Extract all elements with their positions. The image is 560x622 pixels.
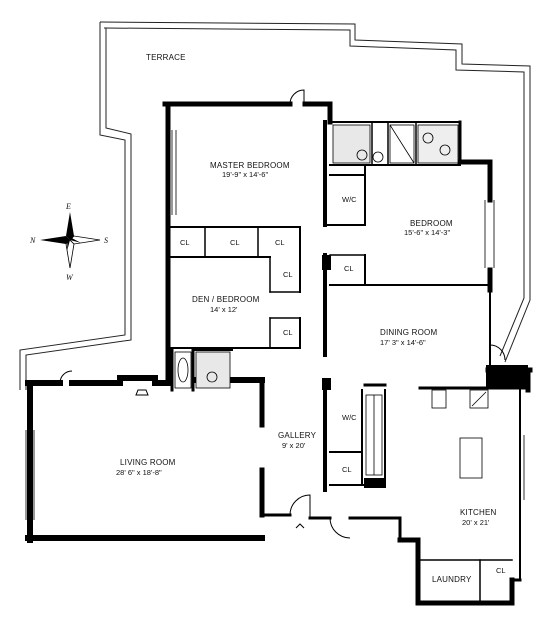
fireplace bbox=[135, 389, 305, 529]
wic-label: W/C bbox=[342, 413, 357, 422]
columns bbox=[322, 255, 528, 488]
closet-label: CL bbox=[344, 264, 354, 273]
kitchen-size: 20' x 21' bbox=[462, 518, 490, 527]
kitchen-label: KITCHEN bbox=[460, 508, 497, 517]
living-room-size: 28' 6" x 18'-8" bbox=[116, 468, 162, 477]
gallery-label: GALLERY bbox=[278, 431, 317, 440]
dining-room-size: 17' 3" x 14'-6" bbox=[380, 338, 426, 347]
den-bedroom-label: DEN / BEDROOM bbox=[192, 295, 260, 304]
compass-s: S bbox=[104, 236, 108, 245]
closet-label: CL bbox=[342, 465, 352, 474]
closet-label: CL bbox=[496, 566, 506, 575]
closet-label: CL bbox=[283, 328, 293, 337]
bathroom-fixtures bbox=[174, 124, 459, 389]
closet-label: CL bbox=[275, 238, 285, 247]
closet-label: CL bbox=[283, 270, 293, 279]
den-bedroom-size: 14' x 12' bbox=[210, 305, 238, 314]
bedroom-size: 15'-6" x 14'-3" bbox=[404, 228, 450, 237]
master-bedroom-size: 19'-9" x 14'-6" bbox=[222, 170, 268, 179]
gallery-size: 9' x 20' bbox=[282, 441, 306, 450]
terrace-label: TERRACE bbox=[146, 53, 186, 62]
windows bbox=[25, 130, 525, 520]
closet-label: CL bbox=[180, 238, 190, 247]
dining-room-label: DINING ROOM bbox=[380, 328, 437, 337]
kitchen-fixtures bbox=[365, 389, 489, 479]
walls bbox=[25, 101, 533, 606]
compass-e: E bbox=[65, 202, 71, 211]
bedroom-label: BEDROOM bbox=[410, 219, 453, 228]
laundry-label: LAUNDRY bbox=[432, 575, 472, 584]
terrace-outline bbox=[19, 21, 531, 390]
living-room-label: LIVING ROOM bbox=[120, 458, 176, 467]
master-bedroom-label: MASTER BEDROOM bbox=[210, 161, 290, 170]
compass: E W N S bbox=[29, 202, 108, 282]
compass-w: W bbox=[66, 273, 74, 282]
closet-label: CL bbox=[230, 238, 240, 247]
compass-n: N bbox=[29, 236, 36, 245]
wic-label: W/C bbox=[342, 195, 357, 204]
door-swings bbox=[59, 89, 506, 539]
